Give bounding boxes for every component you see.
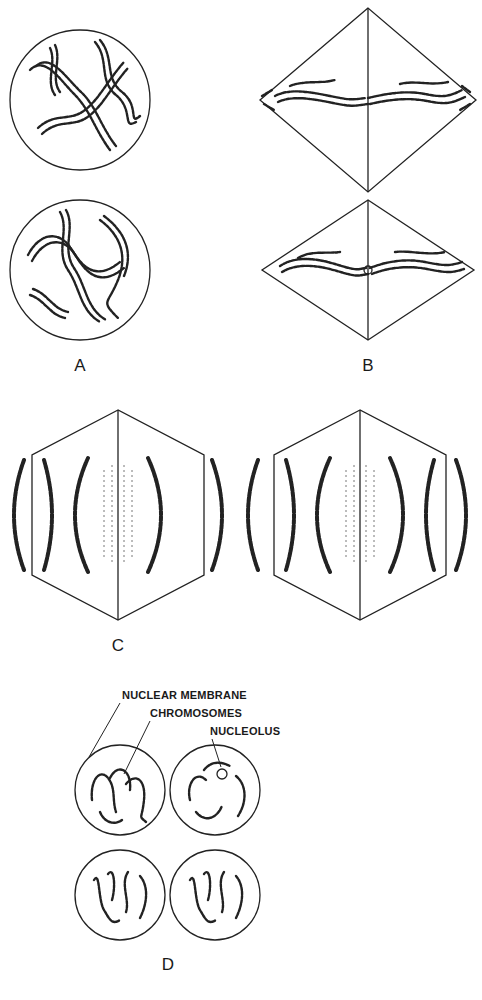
stage-letter: C [112,636,124,656]
part-label: CHROMOSOMES [150,707,242,720]
part-label: NUCLEAR MEMBRANE [122,689,247,702]
prophase-cells [10,30,150,340]
stage-letter: A [74,356,85,376]
part-label: NUCLEOLUS [210,725,280,738]
daughter-cells [75,745,260,940]
metaphase-spindles [260,8,476,340]
telophase-spindles [14,410,466,620]
stage-letter: D [162,955,174,975]
stage-letter: B [362,356,373,376]
